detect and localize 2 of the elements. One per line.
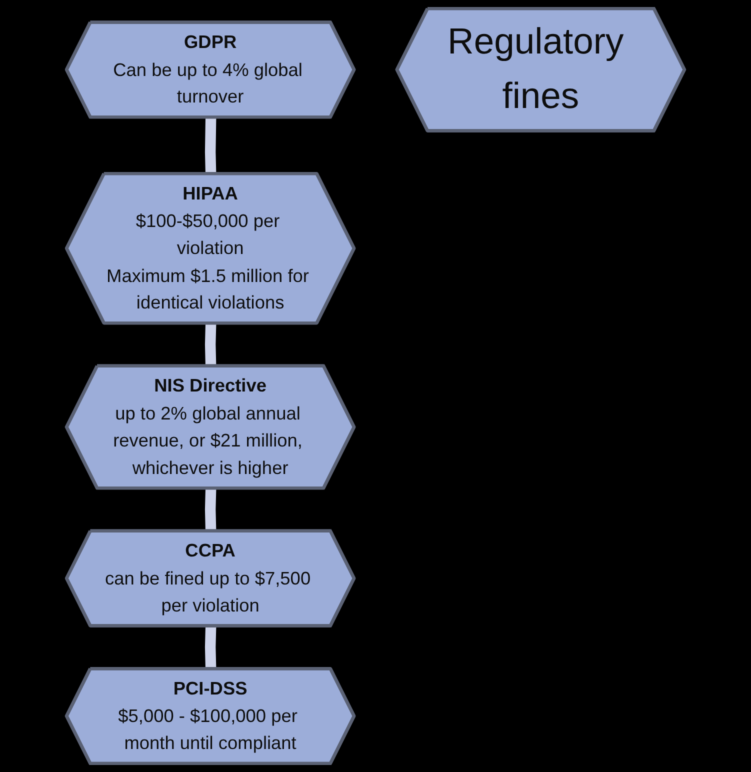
connector [204,118,216,174]
connector [204,626,216,670]
